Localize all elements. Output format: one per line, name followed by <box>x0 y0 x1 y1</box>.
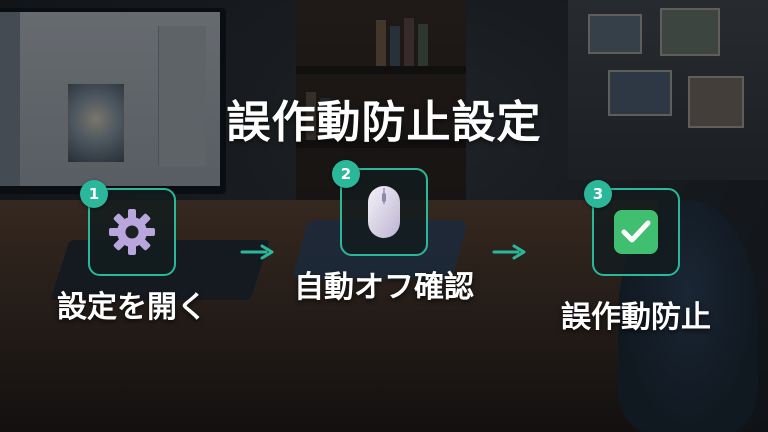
step-2-label: 自動オフ確認 <box>294 270 474 305</box>
step-1-label: 設定を開く <box>57 290 207 325</box>
arrow-right-icon <box>240 244 274 260</box>
step-1-badge: 1 <box>80 180 108 208</box>
step-2-badge: 2 <box>332 160 360 188</box>
gear-icon <box>109 209 155 255</box>
arrow-right-icon <box>492 244 526 260</box>
checkmark-icon <box>614 210 658 254</box>
step-3-label: 誤作動防止 <box>561 300 711 335</box>
step-3-badge: 3 <box>584 180 612 208</box>
page-title: 誤作動防止設定 <box>226 97 542 148</box>
mouse-icon <box>368 186 400 238</box>
